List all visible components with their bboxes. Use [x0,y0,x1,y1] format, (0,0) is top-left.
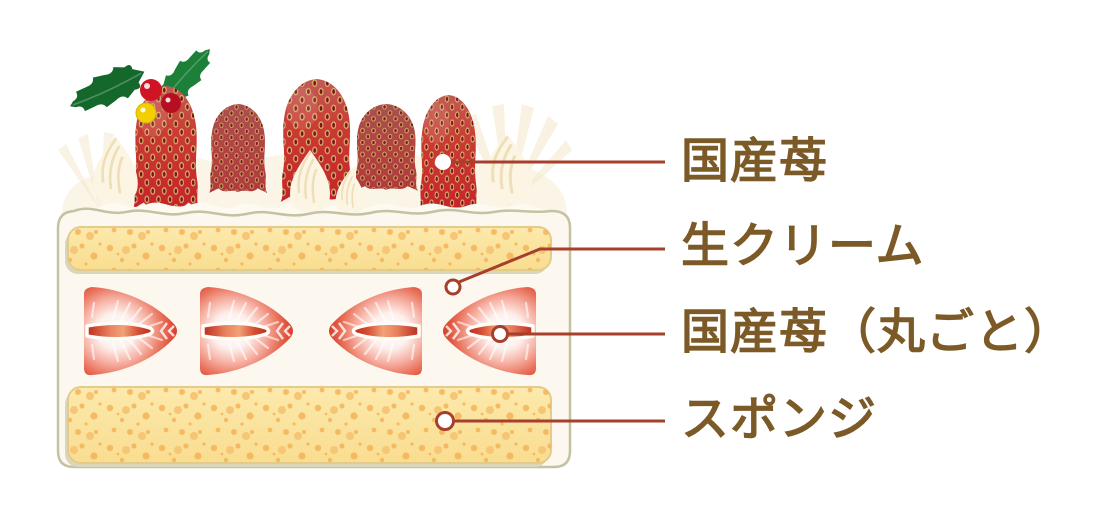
callouts [435,154,665,431]
callout-ring [435,411,455,431]
leader-line [458,247,665,284]
callout-ring [491,325,509,343]
strawberry-topping-icon [355,104,418,191]
callout-whipped-cream [444,247,665,296]
strawberry-topping-icon [209,104,267,193]
cream-dollop-icon [91,134,140,205]
holly-berries-icon [135,79,181,124]
label-domestic-strawberry: 国産苺 [681,135,829,188]
callout-dot [435,154,451,170]
callout-whole-strawberry [491,325,665,343]
cream-dollop-icon [480,132,534,206]
sponge-layer-bottom [65,386,552,467]
label-fresh-cream: 生クリーム [681,220,925,273]
strawberry-topping-icon [419,95,477,212]
callout-topping-strawberry [435,154,665,170]
sponge-layer-top [65,226,552,274]
callout-ring [444,278,462,296]
callout-sponge [435,411,665,431]
label-whole-domestic-strawberry: 国産苺（丸ごと） [681,306,1074,359]
label-sponge: スポンジ [681,393,878,446]
